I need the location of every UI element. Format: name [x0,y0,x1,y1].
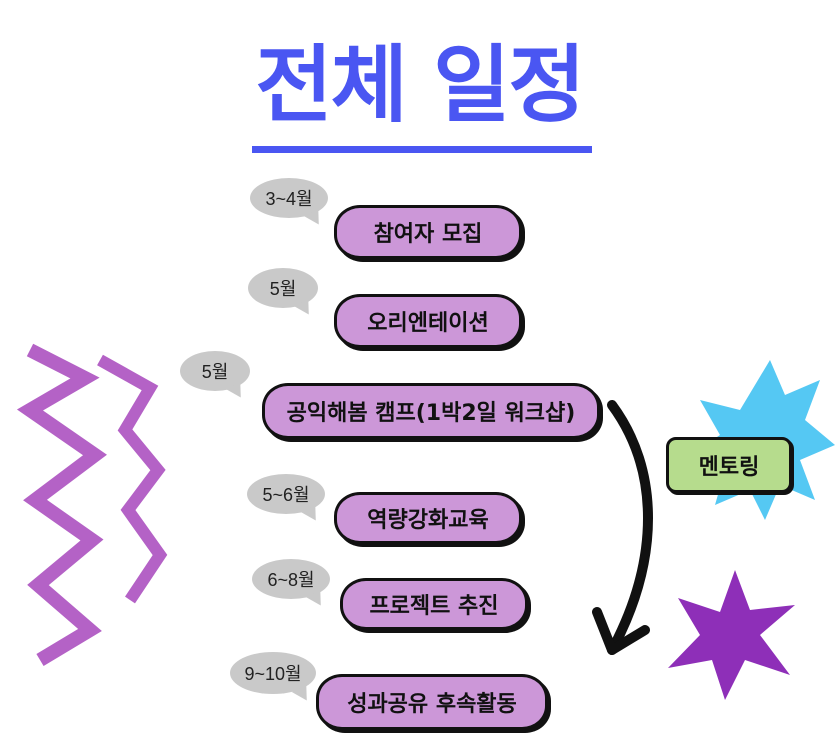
activity-pill: 역량강화교육 [334,492,522,544]
period-bubble: 3~4월 [250,178,328,218]
activity-pill: 참여자 모집 [334,205,522,259]
activity-pill: 성과공유 후속활동 [316,674,548,730]
period-bubble: 6~8월 [252,559,330,599]
purple-zigzag-inner [97,354,168,604]
title-underline [252,146,592,153]
period-bubble: 5~6월 [247,474,325,514]
activity-pill: 프로젝트 추진 [340,578,528,630]
purple-star-shape [668,570,795,700]
purple-zigzag-shape [16,343,107,667]
arrow-head [592,607,650,655]
page-title: 전체 일정 [255,36,585,134]
period-bubble: 5월 [248,268,318,308]
activity-pill: 오리엔테이션 [334,294,522,348]
curved-arrow [607,400,653,655]
period-bubble: 9~10월 [230,652,316,694]
activity-pill: 공익해봄 캠프(1박2일 워크샵) [262,383,600,439]
period-bubble: 5월 [180,351,250,391]
mentoring-label: 멘토링 [666,437,792,493]
